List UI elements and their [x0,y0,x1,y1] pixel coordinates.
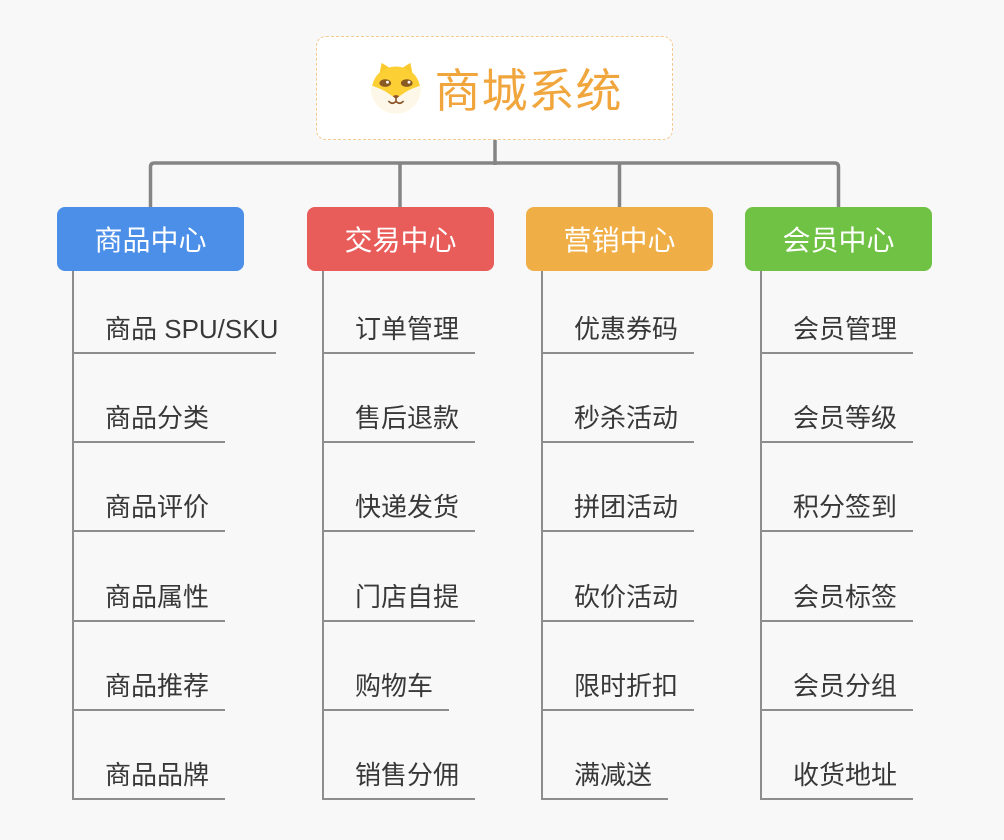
subtopic-label: 收货地址 [793,760,898,790]
subtopic-label: 会员管理 [793,314,898,344]
branch-topic-label: 商品中心 [94,225,207,256]
subtopic[interactable]: 购物车 [323,670,449,711]
branch-topic-member-center[interactable]: 会员中心 [745,207,932,271]
subtopic[interactable]: 商品属性 [73,581,225,622]
branch-topic-product-center[interactable]: 商品中心 [57,207,244,271]
subtopic-label: 优惠券码 [574,314,679,344]
subtopic-label: 商品推荐 [105,671,210,701]
subtopic[interactable]: 会员等级 [761,402,913,443]
subtopic-label: 商品 SPU/SKU [105,314,279,344]
subtopic[interactable]: 商品分类 [73,402,225,443]
subtopic-label: 订单管理 [355,314,460,344]
subtopic-label: 会员等级 [793,403,898,433]
subtopic[interactable]: 售后退款 [323,402,475,443]
subtopic[interactable]: 会员分组 [761,670,913,711]
subtopic-label: 商品属性 [105,582,210,612]
subtopic-label: 商品分类 [105,403,210,433]
subtopic[interactable]: 积分签到 [761,491,913,532]
subtopic[interactable]: 门店自提 [323,581,475,622]
subtopic[interactable]: 限时折扣 [542,670,694,711]
subtopic[interactable]: 优惠券码 [542,313,694,354]
branch-topic-label: 营销中心 [563,225,676,256]
subtopic-label: 满减送 [574,760,653,790]
subtopic[interactable]: 商品 SPU/SKU [73,313,278,354]
subtopic[interactable]: 会员标签 [761,581,913,622]
subtopic[interactable]: 快递发货 [323,491,475,532]
subtopic-label: 门店自提 [355,582,460,612]
subtopic-label: 购物车 [355,671,434,701]
subtopic[interactable]: 秒杀活动 [542,402,694,443]
root-topic[interactable]: 商城系统 [316,36,673,140]
subtopic-label: 商品评价 [105,492,210,522]
subtopic-label: 商品品牌 [105,760,210,790]
subtopic-label: 拼团活动 [574,492,679,522]
branch-topic-trade-center[interactable]: 交易中心 [307,207,494,271]
subtopic[interactable]: 商品品牌 [73,759,225,800]
branch-topic-marketing-center[interactable]: 营销中心 [526,207,713,271]
branch-topic-label: 交易中心 [344,225,457,256]
subtopic-label: 销售分佣 [355,760,460,790]
subtopic[interactable]: 商品推荐 [73,670,225,711]
root-topic-label: 商城系统 [434,65,623,117]
subtopic-label: 售后退款 [355,403,460,433]
subtopic[interactable]: 拼团活动 [542,491,694,532]
subtopic-label: 会员分组 [793,671,898,701]
subtopic[interactable]: 商品评价 [73,491,225,532]
subtopic-label: 砍价活动 [574,582,679,612]
subtopic[interactable]: 会员管理 [761,313,913,354]
subtopic-label: 秒杀活动 [574,403,679,433]
subtopic[interactable]: 砍价活动 [542,581,694,622]
subtopic-label: 积分签到 [793,492,898,522]
subtopic[interactable]: 订单管理 [323,313,475,354]
subtopic-label: 会员标签 [793,582,898,612]
subtopic[interactable]: 销售分佣 [323,759,475,800]
shiba-dog-icon [371,62,420,114]
subtopic[interactable]: 满减送 [542,759,668,800]
subtopic-label: 限时折扣 [574,671,679,701]
branch-topic-label: 会员中心 [782,225,895,256]
subtopic[interactable]: 收货地址 [761,759,913,800]
subtopic-label: 快递发货 [355,492,460,522]
